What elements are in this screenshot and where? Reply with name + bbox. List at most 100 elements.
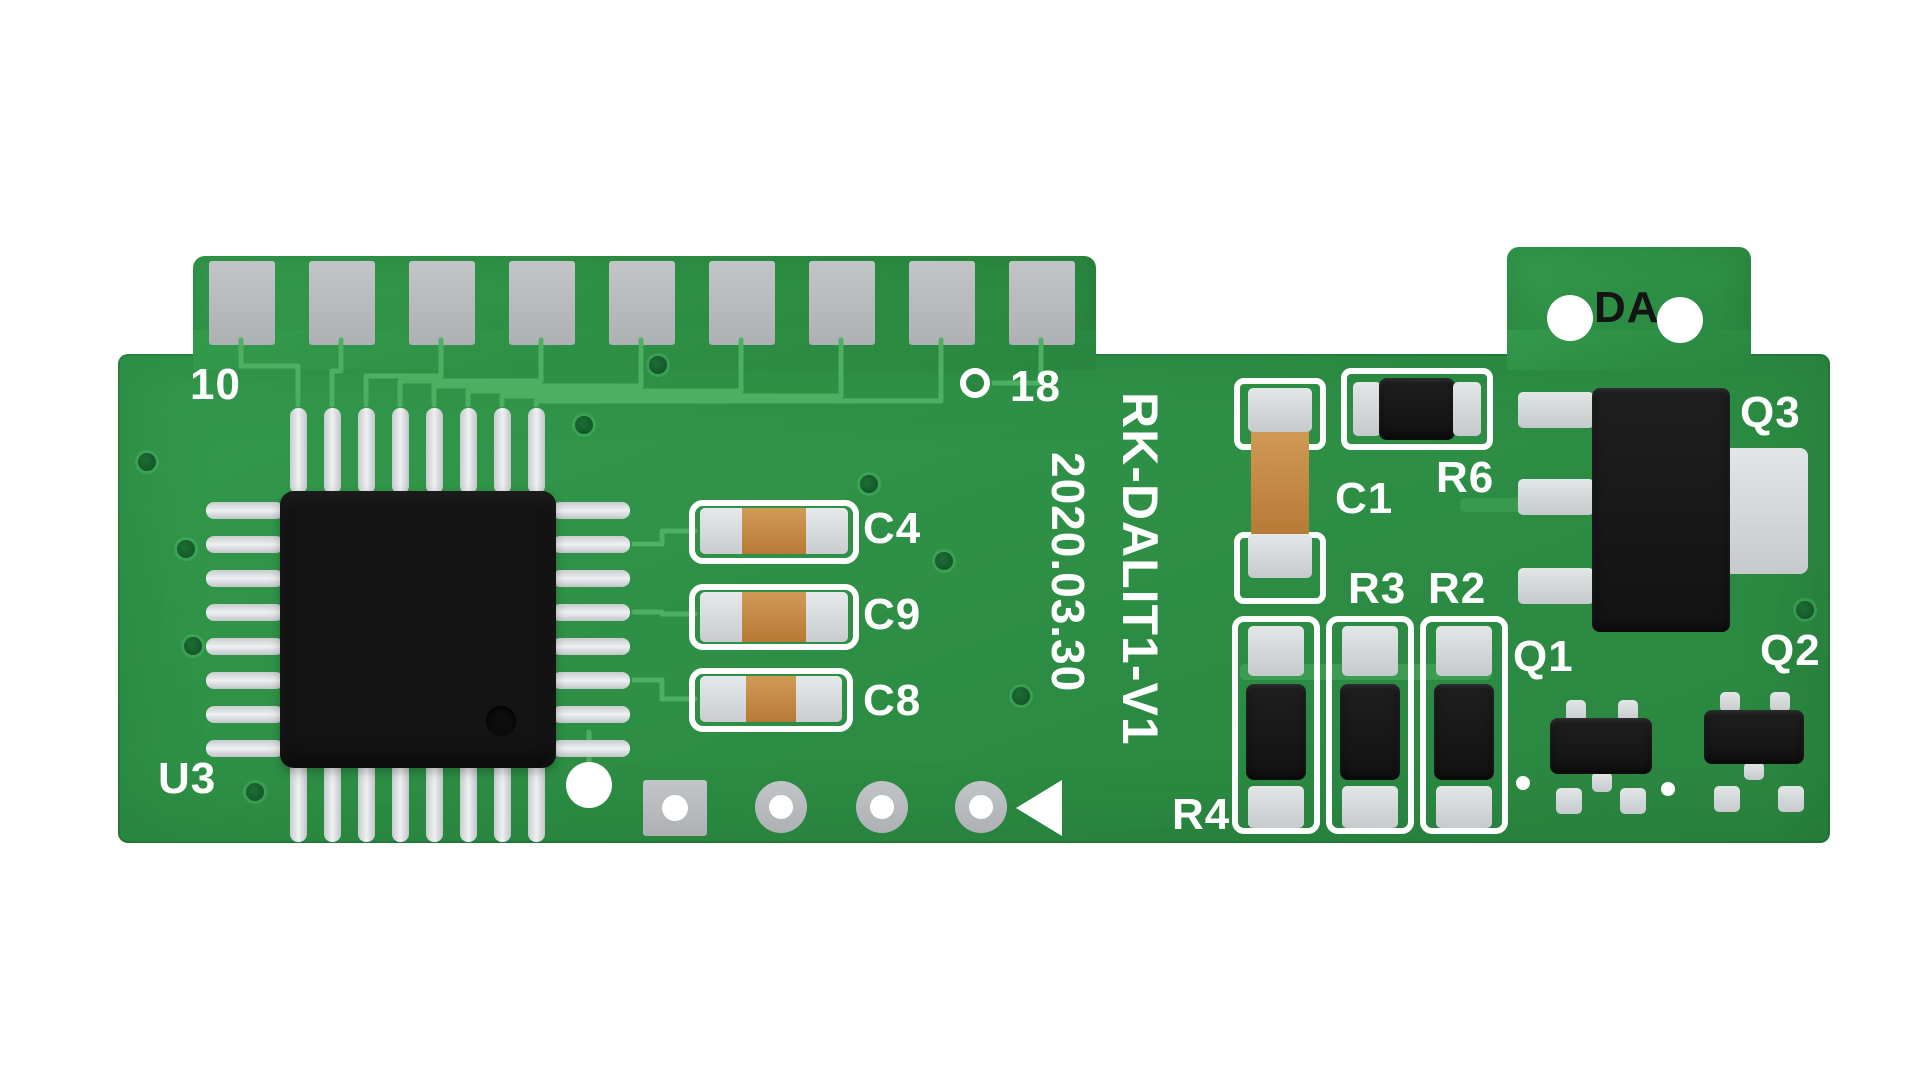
ic-u3-pin bbox=[392, 762, 409, 842]
cap-terminal bbox=[700, 676, 746, 722]
ic-u3-pin bbox=[324, 762, 341, 842]
ic-u3-pin bbox=[206, 740, 284, 757]
cap-terminal bbox=[806, 508, 848, 554]
silkscreen-label-r2: R2 bbox=[1428, 564, 1487, 613]
via-white bbox=[1516, 776, 1530, 790]
ic-u3-pin bbox=[426, 408, 443, 494]
resistor-r6-terminal bbox=[1353, 382, 1381, 436]
via bbox=[649, 356, 667, 374]
ic-u3-pin bbox=[552, 638, 630, 655]
ic-u3-pin bbox=[206, 638, 284, 655]
cap-terminal bbox=[700, 592, 742, 642]
silkscreen-label-q3: Q3 bbox=[1740, 388, 1801, 437]
transistor-q1-lead bbox=[1618, 700, 1638, 722]
capacitor-c1-terminal bbox=[1248, 534, 1312, 578]
cap-terminal bbox=[806, 592, 848, 642]
ic-u3-pin bbox=[290, 762, 307, 842]
ic-u3-pin bbox=[206, 570, 284, 587]
silkscreen-label-da: DA bbox=[1594, 283, 1660, 332]
via-ringed bbox=[960, 368, 990, 398]
silkscreen-label-r3: R3 bbox=[1348, 564, 1407, 613]
connector-pad bbox=[1009, 261, 1075, 345]
capacitor-c9-body bbox=[700, 592, 848, 642]
ic-u3-pin bbox=[528, 408, 545, 494]
resistor-body bbox=[1246, 684, 1306, 780]
ic-u3-pin bbox=[494, 408, 511, 494]
silkscreen-label-c9: C9 bbox=[863, 590, 922, 639]
connector-pad bbox=[809, 261, 875, 345]
da-pad-right bbox=[1657, 297, 1703, 343]
ic-u3-pin bbox=[552, 706, 630, 723]
cap-dielectric bbox=[746, 676, 796, 722]
cap-dielectric bbox=[742, 592, 806, 642]
cap-terminal bbox=[700, 508, 742, 554]
mounting-pad-hole bbox=[769, 795, 793, 819]
ic-u3-pin bbox=[358, 762, 375, 842]
resistor-bank-column-outline bbox=[1326, 616, 1414, 834]
capacitor-c9-outline bbox=[689, 584, 859, 650]
connector-pad bbox=[309, 261, 375, 345]
silkscreen-label-r4: R4 bbox=[1172, 790, 1231, 839]
capacitor-c1-body bbox=[1251, 430, 1309, 536]
connector-pad bbox=[609, 261, 675, 345]
ic-u3-pin bbox=[206, 706, 284, 723]
capacitor-c4-body bbox=[700, 508, 848, 554]
via bbox=[1012, 687, 1030, 705]
capacitor-c1-terminal bbox=[1248, 388, 1312, 432]
silkscreen-label-pin10: 10 bbox=[190, 360, 241, 409]
transistor-q3-body bbox=[1592, 388, 1730, 632]
ic-u3-pin bbox=[552, 570, 630, 587]
transistor-q2-lead bbox=[1744, 762, 1764, 780]
ic-u3-pin bbox=[392, 408, 409, 494]
via bbox=[177, 540, 195, 558]
solder-pad-small bbox=[1778, 786, 1804, 812]
via bbox=[246, 783, 264, 801]
resistor-pad bbox=[1248, 626, 1304, 676]
ic-u3-pin bbox=[494, 762, 511, 842]
transistor-q1-body bbox=[1550, 718, 1652, 774]
connector-pad bbox=[909, 261, 975, 345]
silkscreen-label-c4: C4 bbox=[863, 504, 922, 553]
transistor-q3-tab bbox=[1730, 448, 1808, 574]
silkscreen-label-c1: C1 bbox=[1335, 474, 1394, 523]
transistor-q2-lead bbox=[1720, 692, 1740, 712]
resistor-pad bbox=[1248, 786, 1304, 828]
resistor-r6-outline bbox=[1341, 368, 1493, 450]
da-pad-left bbox=[1547, 295, 1593, 341]
ic-u3-pin bbox=[552, 502, 630, 519]
capacitor-c4-outline bbox=[689, 500, 859, 564]
resistor-pad bbox=[1436, 786, 1492, 828]
mounting-pad-hole bbox=[662, 795, 688, 821]
cap-dielectric bbox=[742, 508, 806, 554]
ic-u3-pin bbox=[460, 408, 477, 494]
ic-u3-pin bbox=[206, 502, 284, 519]
ic-u3-pin bbox=[552, 536, 630, 553]
transistor-q1-lead bbox=[1566, 700, 1586, 722]
connector-tab-right-fill bbox=[1507, 330, 1751, 370]
ic-u3-pin bbox=[460, 762, 477, 842]
ic-u3-pin bbox=[528, 762, 545, 842]
resistor-body bbox=[1340, 684, 1400, 780]
connector-pad bbox=[409, 261, 475, 345]
transistor-q1-lead bbox=[1592, 772, 1612, 792]
silkscreen-label-model: RK-DALIT1-V1 bbox=[1112, 392, 1168, 746]
silkscreen-label-pin18: 18 bbox=[1010, 362, 1061, 411]
ic-u3-pin bbox=[358, 408, 375, 494]
transistor-q2-lead bbox=[1770, 692, 1790, 712]
silkscreen-label-c8: C8 bbox=[863, 676, 922, 725]
ic-u3-pin bbox=[206, 604, 284, 621]
via bbox=[138, 453, 156, 471]
transistor-q2-body bbox=[1704, 710, 1804, 764]
resistor-bank-column-outline bbox=[1420, 616, 1508, 834]
resistor-r6-terminal bbox=[1453, 382, 1481, 436]
via bbox=[1796, 601, 1814, 619]
ic-u3-pin bbox=[426, 762, 443, 842]
ic-u3-pin bbox=[206, 672, 284, 689]
ic-u3-pin1-dot bbox=[486, 706, 516, 736]
silkscreen-label-q1: Q1 bbox=[1513, 632, 1574, 681]
solder-pad-round bbox=[566, 762, 612, 808]
resistor-pad bbox=[1342, 626, 1398, 676]
via bbox=[184, 637, 202, 655]
cap-terminal bbox=[796, 676, 842, 722]
ic-u3-pin bbox=[552, 604, 630, 621]
